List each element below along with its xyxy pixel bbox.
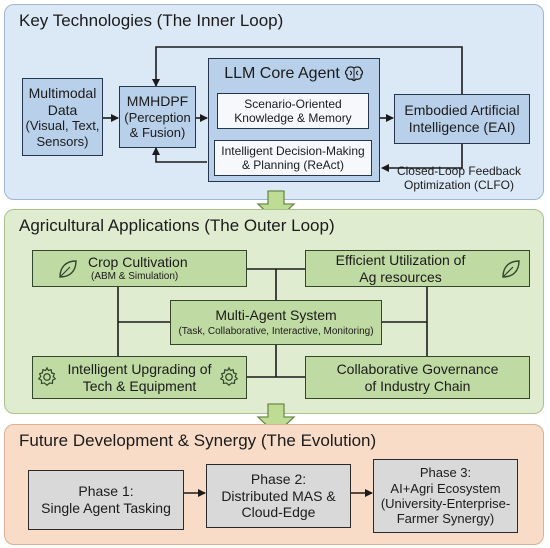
efficient-line1: Efficient Utilization of: [335, 251, 466, 268]
phase3-box: Phase 3: AI+Agri Ecosystem (University-E…: [373, 459, 518, 533]
crop-subtitle: (ABM & Simulation): [91, 270, 179, 282]
phase3-line2: AI+Agri Ecosystem: [390, 480, 501, 496]
upgrading-line2: Tech & Equipment: [82, 377, 197, 394]
multimodal-line1: Multimodal: [28, 85, 97, 102]
eai-line2: Intelligence (EAI): [408, 119, 516, 135]
gear-icon: [219, 366, 239, 387]
decision-line1: Intelligent Decision-Making: [221, 143, 365, 158]
phase1-box: Phase 1: Single Agent Tasking: [28, 470, 184, 530]
phase3-line1: Phase 3:: [419, 465, 472, 481]
governance-line1: Collaborative Governance: [336, 360, 499, 377]
eai-box: Embodied Artificial Intelligence (EAI): [394, 94, 530, 144]
knowledge-line1: Scenario-Oriented: [244, 96, 342, 111]
multimodal-line3: (Visual, Text,: [25, 118, 100, 134]
phase2-line2: Distributed MAS &: [221, 487, 336, 504]
mas-subtitle: (Task, Collaborative, Interactive, Monit…: [178, 325, 374, 337]
phase2-box: Phase 2: Distributed MAS & Cloud-Edge: [206, 464, 351, 528]
efficient-line2: Ag resources: [359, 268, 442, 285]
brain-icon: [344, 66, 363, 82]
efficient-utilization-box: Efficient Utilization of Ag resources: [305, 250, 530, 287]
crop-title: Crop Cultivation: [88, 254, 188, 271]
decision-line2: & Planning (ReAct): [241, 158, 345, 172]
eai-line1: Embodied Artificial: [404, 102, 520, 119]
phase3-line4: Farmer Synergy): [396, 511, 495, 527]
clfo-line2: Optimization (CLFO): [403, 178, 515, 193]
clfo-line1: Closed-Loop Feedback: [396, 164, 522, 178]
mmhdpf-line3: & Fusion): [129, 125, 186, 141]
mas-title: Multi-Agent System: [215, 307, 337, 324]
mmhdpf-line1: MMHDPF: [126, 93, 189, 110]
governance-line2: of Industry Chain: [364, 377, 471, 394]
phase1-line2: Single Agent Tasking: [41, 500, 171, 516]
gear-icon: [37, 366, 57, 387]
multimodal-data-box: Multimodal Data (Visual, Text, Sensors): [22, 78, 103, 156]
intelligent-upgrading-box: Intelligent Upgrading of Tech & Equipmen…: [32, 356, 247, 399]
decision-planning-box: Intelligent Decision-Making & Planning (…: [214, 140, 372, 176]
mmhdpf-box: MMHDPF (Perception & Fusion): [119, 86, 196, 148]
outer-loop-title: Agricultural Applications (The Outer Loo…: [19, 216, 335, 235]
knowledge-line2: Knowledge & Memory: [234, 111, 352, 125]
phase3-line3: (University-Enterprise-: [380, 496, 511, 511]
evolution-title: Future Development & Synergy (The Evolut…: [19, 431, 377, 450]
multi-agent-system-box: Multi-Agent System (Task, Collaborative,…: [170, 300, 382, 345]
clfo-label: Closed-Loop Feedback Optimization (CLFO): [384, 164, 534, 193]
inner-loop-title: Key Technologies (The Inner Loop): [19, 11, 284, 30]
upgrading-line1: Intelligent Upgrading of: [67, 360, 212, 377]
leaf-icon: [59, 260, 77, 278]
phase1-line1: Phase 1:: [78, 483, 134, 500]
collaborative-governance-box: Collaborative Governance of Industry Cha…: [305, 356, 530, 399]
knowledge-memory-box: Scenario-Oriented Knowledge & Memory: [217, 93, 369, 129]
leaf-icon: [502, 260, 520, 278]
phase2-line3: Cloud-Edge: [241, 504, 316, 521]
multimodal-line2: Data: [47, 101, 78, 118]
phase2-line1: Phase 2:: [250, 471, 307, 488]
llm-core-title: LLM Core Agent: [224, 65, 340, 82]
multimodal-line4: Sensors): [36, 133, 89, 149]
mmhdpf-line2: (Perception: [124, 109, 191, 125]
